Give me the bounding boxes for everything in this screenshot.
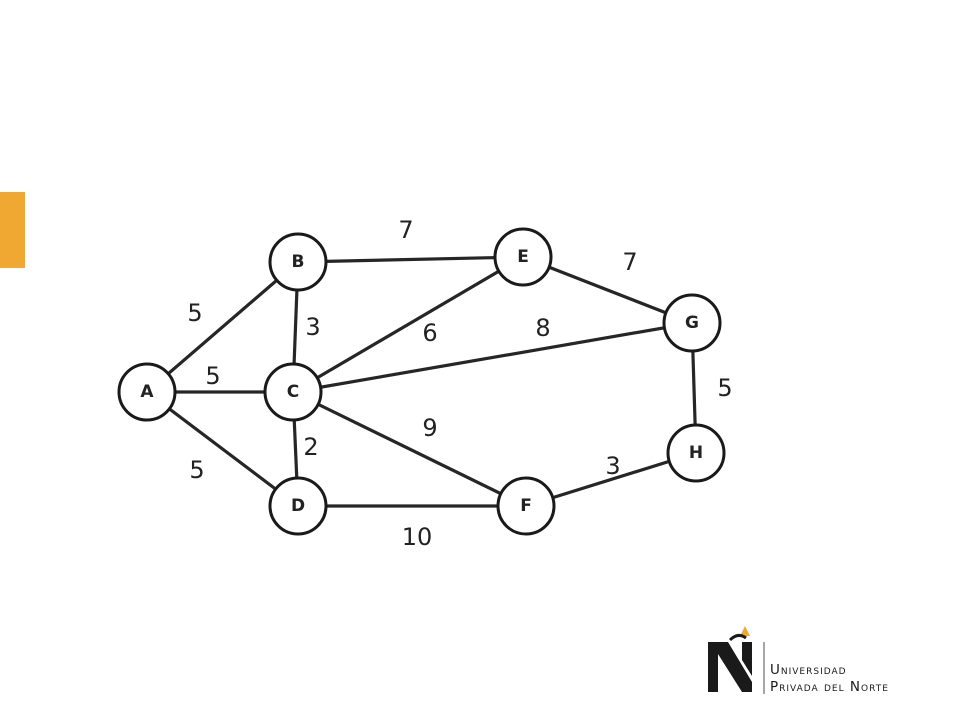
node-c: C (263, 362, 323, 422)
edge-weight-a-d: 5 (189, 456, 204, 484)
edge-f-h (524, 451, 698, 508)
node-label: E (517, 247, 529, 267)
upn-n-logo-icon (708, 626, 752, 692)
logo-line-1: Universidad (770, 662, 847, 678)
node-e: E (493, 227, 553, 287)
logo-line-2: Privada del Norte (770, 679, 889, 695)
edge-weight-c-e: 6 (422, 319, 437, 347)
edge-b-e (296, 255, 525, 264)
edge-weight-c-g: 8 (535, 314, 550, 342)
node-circle (268, 476, 328, 536)
node-label: H (689, 443, 703, 463)
node-circle (662, 293, 722, 353)
edge-weight-c-f: 9 (422, 414, 437, 442)
node-circle (666, 423, 726, 483)
edge-a-b (145, 260, 300, 394)
node-label: C (287, 382, 299, 402)
edge-weight-e-g: 7 (622, 248, 637, 276)
node-circle (493, 227, 553, 287)
node-circle (268, 232, 328, 292)
edge-weight-c-d: 2 (303, 433, 318, 461)
edge-e-g (521, 255, 694, 325)
node-f: F (496, 476, 556, 536)
node-label: B (292, 252, 305, 272)
node-a: A (117, 362, 177, 422)
node-h: H (666, 423, 726, 483)
edge-weight-d-f: 10 (402, 523, 433, 551)
node-label: A (140, 382, 154, 402)
edge-c-g (291, 321, 694, 394)
accent-bar (0, 192, 25, 268)
edge-c-f (291, 390, 528, 508)
edge-a-d (145, 390, 300, 508)
node-circle (496, 476, 556, 536)
edge-weights-layer: 5 5 5 3 7 6 8 9 2 10 7 5 3 (187, 216, 732, 551)
node-circle (117, 362, 177, 422)
node-b: B (268, 232, 328, 292)
edge-weight-g-h: 5 (717, 374, 732, 402)
node-d: D (268, 476, 328, 536)
node-circle (263, 362, 323, 422)
university-logo: Universidad Privada del Norte (708, 626, 889, 695)
edge-c-e (291, 255, 525, 394)
edge-weight-f-h: 3 (605, 452, 620, 480)
edge-weight-b-e: 7 (398, 216, 413, 244)
edge-weight-a-b: 5 (187, 299, 202, 327)
edge-weight-a-c: 5 (205, 362, 220, 390)
nodes-layer: A B C D E F G H (117, 227, 726, 536)
edge-weight-b-c: 3 (305, 313, 320, 341)
node-label: F (520, 496, 532, 516)
node-label: G (685, 313, 699, 333)
node-label: D (291, 496, 305, 516)
node-g: G (662, 293, 722, 353)
